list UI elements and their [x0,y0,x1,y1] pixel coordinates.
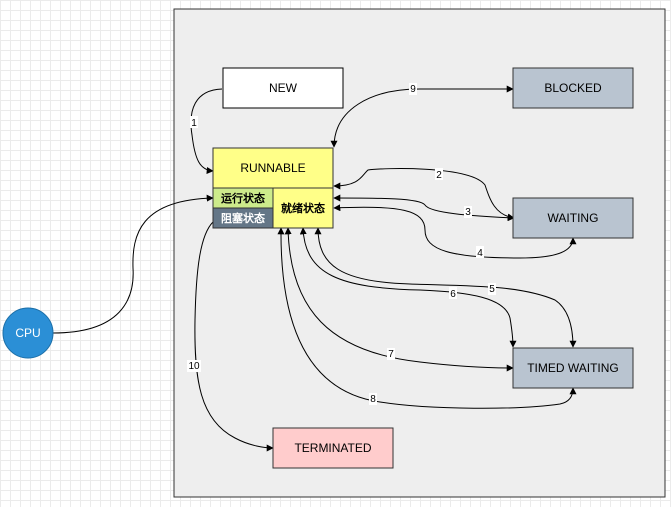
edge-label-4: 4 [477,248,483,259]
node-ready: 就绪状态 [272,187,334,229]
node-new-label: NEW [269,81,298,95]
node-running-label: 运行状态 [221,191,265,205]
node-blocked: BLOCKED [512,67,634,109]
node-terminated-label: TERMINATED [294,441,371,455]
node-runnable: RUNNABLE 运行状态 阻塞状态 就绪状态 [212,147,334,229]
node-cpu-label: CPU [15,326,40,340]
node-blocking-label: 阻塞状态 [221,211,265,225]
edges [52,85,577,452]
node-waiting-label: WAITING [548,211,599,225]
edge-label-3: 3 [465,207,471,218]
node-timed-waiting-label: TIMED WAITING [527,361,619,375]
node-blocked-label: BLOCKED [544,81,602,95]
node-waiting: WAITING [512,197,634,239]
node-runnable-label: RUNNABLE [240,161,305,175]
edge-8 [277,227,577,409]
edge-label-5: 5 [489,284,495,295]
edge-label-6: 6 [450,289,456,300]
node-cpu: CPU [2,307,54,359]
edge-labels: 1 2 3 4 5 6 7 8 9 10 [187,83,496,405]
node-terminated: TERMINATED [272,427,394,469]
edge-10 [194,221,274,452]
node-ready-label: 就绪状态 [281,201,325,215]
edge-1 [190,88,223,175]
edge-label-9: 9 [410,84,416,95]
node-running: 运行状态 [212,187,274,209]
edge-label-10: 10 [188,361,200,372]
edge-cpu [52,194,214,334]
edge-label-8: 8 [370,394,376,405]
edge-9 [330,85,514,148]
edge-label-1: 1 [191,118,197,129]
node-timed-waiting: TIMED WAITING [512,347,634,389]
node-new: NEW [222,67,344,109]
node-blocking: 阻塞状态 [212,207,274,229]
edge-label-7: 7 [388,349,394,360]
edge-label-2: 2 [436,170,442,181]
